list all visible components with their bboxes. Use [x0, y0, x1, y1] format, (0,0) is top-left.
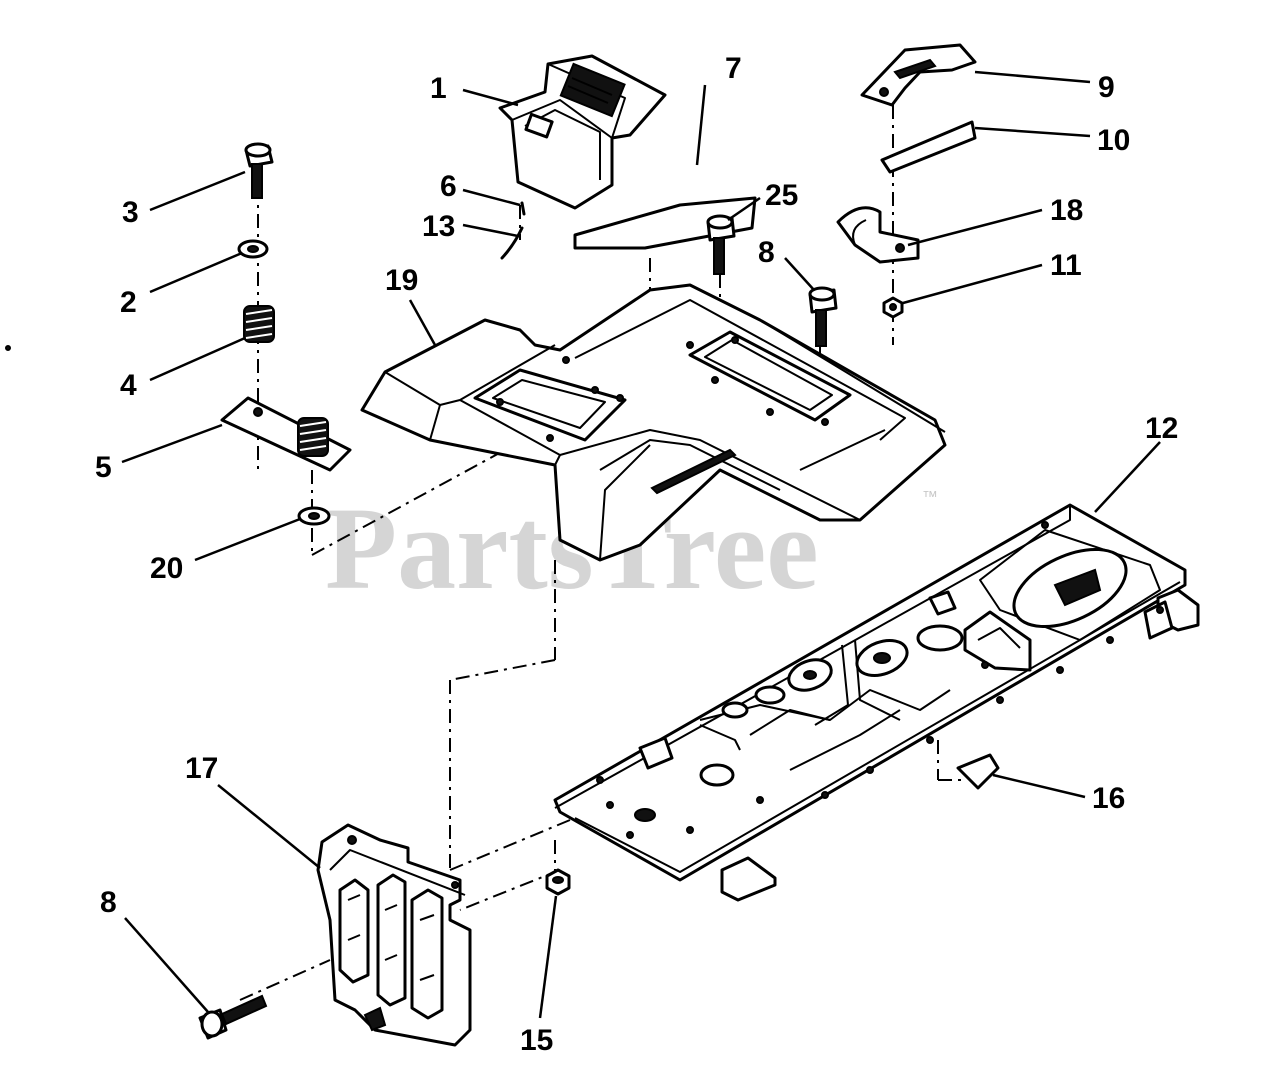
callout-18: 18 [1050, 194, 1083, 227]
part-3-bolt [244, 142, 274, 199]
callout-19: 19 [385, 264, 418, 297]
part-11-nut [882, 296, 904, 319]
callout-2: 2 [120, 286, 137, 319]
part-6-pin [520, 201, 526, 216]
callout-4: 4 [120, 369, 137, 402]
part-8-bolt-lower [198, 994, 268, 1040]
callout-25: 25 [765, 179, 798, 212]
leader-lines [121, 70, 1161, 1019]
callout-15: 15 [520, 1024, 553, 1057]
part-15-nut [545, 868, 571, 896]
callout-8-upper: 8 [758, 236, 775, 269]
callout-9: 9 [1098, 71, 1115, 104]
part-9-cover [860, 43, 977, 107]
callout-5: 5 [95, 451, 112, 484]
callout-12: 12 [1145, 412, 1178, 445]
part-10-plate [880, 120, 977, 174]
part-8-bolt-upper [808, 286, 838, 347]
callout-1: 1 [430, 72, 447, 105]
part-19-fender [360, 283, 947, 562]
part-17-plate [316, 823, 472, 1047]
part-13-wire [500, 226, 524, 260]
part-16-clip [956, 753, 1000, 790]
callout-10: 10 [1097, 124, 1130, 157]
callout-labels: 1 7 6 13 3 2 4 5 20 19 25 8 9 10 18 11 1… [95, 52, 1178, 1057]
callout-6: 6 [440, 170, 457, 203]
part-2-washer [237, 239, 269, 259]
part-12-frame [553, 503, 1200, 902]
callout-3: 3 [122, 196, 139, 229]
watermark-trademark: ™ [922, 489, 938, 506]
part-25-bolt [706, 214, 736, 275]
callout-11: 11 [1050, 249, 1082, 282]
stray-mark [5, 345, 11, 351]
callout-13: 13 [422, 210, 455, 243]
part-18-clamp [836, 206, 920, 264]
callout-8-lower: 8 [100, 886, 117, 919]
part-1-tray [498, 54, 667, 210]
part-20-washer [297, 506, 331, 526]
callout-7: 7 [725, 52, 742, 85]
callout-17: 17 [185, 752, 218, 785]
part-4-spring [243, 305, 275, 343]
part-5-bracket [220, 396, 352, 472]
callout-16: 16 [1092, 782, 1125, 815]
callout-20: 20 [150, 552, 183, 585]
